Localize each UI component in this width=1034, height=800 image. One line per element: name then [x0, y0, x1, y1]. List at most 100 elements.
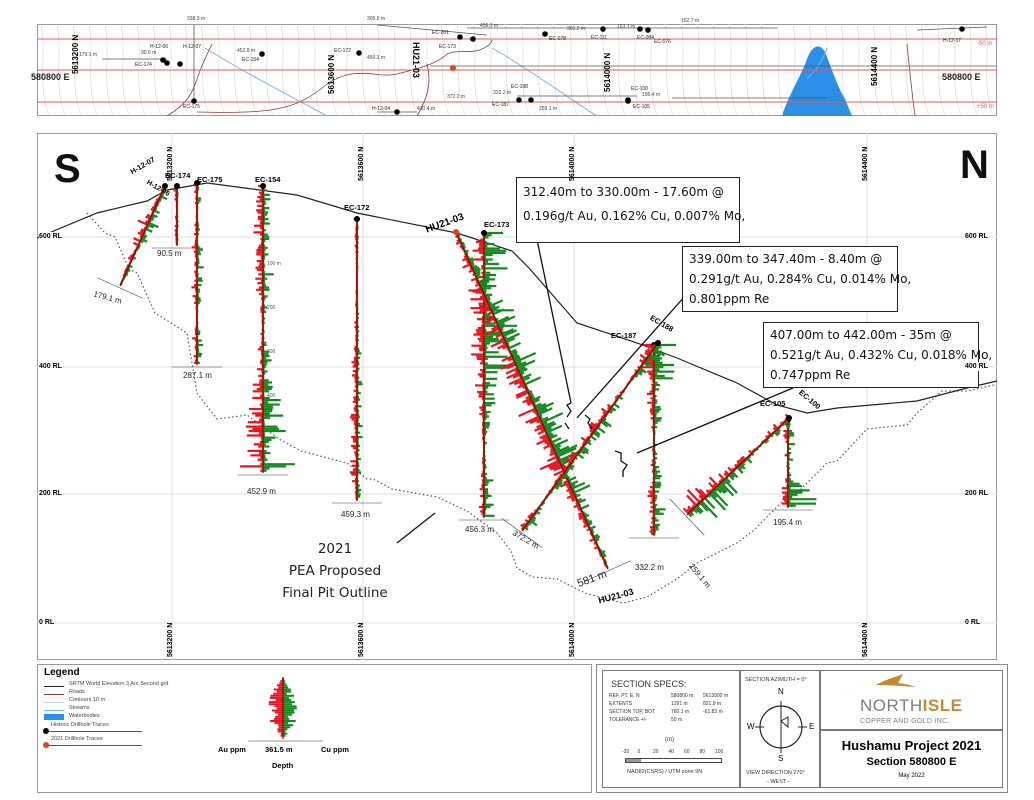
specs-title: SECTION SPECS: — [611, 679, 687, 689]
cu-bar — [490, 305, 500, 312]
spec-key: EXTENTS — [609, 701, 633, 707]
cu-bar — [480, 285, 486, 290]
contour-line — [568, 23, 578, 117]
contour-line — [984, 23, 994, 117]
cu-bar — [654, 345, 660, 350]
cu-bar — [582, 445, 590, 452]
callout-text: 0.196g/t Au, 0.162% Cu, 0.007% Mo, — [523, 209, 746, 223]
cu-bar — [543, 420, 555, 428]
cu-bar — [472, 266, 480, 272]
cu-bar — [541, 412, 564, 424]
plan-northing-label: 5613600 N — [327, 54, 336, 94]
cu-bar — [140, 238, 148, 243]
cu-bar — [731, 471, 739, 479]
cu-bar — [471, 264, 478, 270]
cu-bar — [531, 395, 541, 402]
plan-collar-EC-154 — [259, 51, 265, 57]
au-bar — [512, 373, 521, 379]
au-bar — [686, 489, 701, 504]
cu-bar — [708, 492, 727, 511]
cu-bar — [601, 419, 612, 428]
hole-name-label: EC-174 — [165, 171, 191, 180]
pit-outline-label: 2021 PEA Proposed Final Pit Outline — [275, 538, 395, 604]
stream — [204, 47, 328, 117]
cu-bar — [729, 472, 736, 479]
project-title-panel: Hushamu Project 2021 Section 580800 E Ma… — [820, 730, 1003, 788]
au-bar — [506, 363, 517, 370]
au-bar — [650, 344, 655, 350]
compass-e: E — [809, 722, 815, 731]
cu-bar — [552, 438, 569, 448]
legend-item-label: Roads — [69, 689, 85, 695]
legend-title: Legend — [44, 667, 80, 678]
au-bar — [738, 458, 743, 464]
contour-line — [136, 23, 146, 117]
plan-collar-label: EC-174 — [135, 62, 152, 68]
projection-label: NAD83(CSRS) / UTM zone 9N — [627, 769, 703, 775]
northing-label-top: 5614000 N — [569, 146, 576, 181]
legend-item-label: Streams — [69, 705, 90, 711]
au-bar — [455, 241, 461, 245]
cu-bar — [498, 325, 505, 330]
cu-bar — [534, 402, 542, 408]
cu-bar — [569, 480, 579, 486]
au-bar — [145, 215, 151, 220]
collar-marker — [194, 180, 200, 186]
contour-line — [232, 23, 242, 117]
cu-bar — [562, 472, 570, 479]
cu-bar — [148, 221, 159, 229]
plan-length-label: 195.4 m — [642, 92, 661, 98]
drillhole-EC-175 — [172, 180, 222, 368]
spec-key: REF. PT. E, N — [609, 693, 640, 699]
cu-bar — [728, 474, 735, 481]
au-bar — [546, 455, 558, 463]
contour-line — [40, 23, 50, 117]
contour-line — [600, 23, 610, 117]
cu-bar — [550, 437, 562, 444]
cu-bar — [540, 416, 549, 422]
cu-bar — [637, 368, 644, 374]
au-bar — [462, 263, 471, 269]
cu-bar — [584, 513, 590, 518]
histogram-scale — [97, 277, 143, 299]
cu-bar — [555, 444, 578, 456]
contour-line — [328, 23, 338, 117]
au-bar — [481, 305, 490, 311]
au-bar — [644, 349, 651, 355]
plan-collar-EC-076 — [645, 27, 651, 33]
cu-bar — [577, 498, 587, 504]
cu-bar — [519, 371, 525, 376]
cu-bar — [596, 426, 606, 434]
cu-bar — [529, 519, 538, 527]
scale-unit: (m) — [665, 737, 674, 743]
au-bar — [505, 367, 518, 375]
contour-line — [376, 23, 386, 117]
contour-line — [200, 23, 210, 117]
au-bar — [534, 425, 545, 432]
plan-collar-H-12-06 — [164, 60, 170, 66]
legend-collar-marker — [43, 742, 49, 748]
cu-bar — [478, 277, 487, 284]
cu-bar — [153, 209, 160, 214]
au-bar — [470, 277, 478, 282]
au-bar — [590, 421, 598, 429]
contour-line — [248, 23, 258, 117]
au-bar — [468, 269, 474, 274]
stream — [806, 47, 828, 80]
contour-line — [88, 23, 98, 117]
compass-w: W — [747, 722, 755, 731]
au-bar — [699, 488, 708, 498]
callout-text: 0.521g/t Au, 0.432% Cu, 0.018% Mo, — [770, 348, 993, 362]
plan-collar-label: EC-201 — [432, 30, 449, 36]
collar-marker — [481, 230, 487, 236]
au-bar — [522, 397, 532, 404]
contour-line — [920, 23, 930, 117]
cu-bar — [537, 407, 553, 416]
plan-length-label: 163.1 m — [617, 24, 636, 30]
drillhole-EC-100 — [669, 413, 792, 536]
au-bar — [578, 515, 585, 521]
legend-trace-line — [46, 731, 142, 732]
collar-marker — [174, 183, 180, 189]
au-bar — [568, 458, 574, 463]
contour-line — [856, 23, 866, 117]
